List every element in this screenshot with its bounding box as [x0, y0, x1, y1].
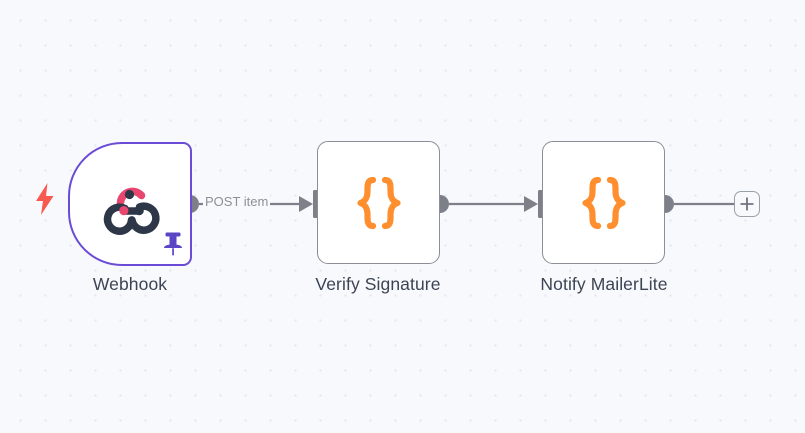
node-label-notify-mailerlite: Notify MailerLite	[540, 274, 668, 294]
node-notify-mailerlite[interactable]	[542, 141, 665, 264]
plus-icon	[740, 197, 754, 211]
node-verify-signature[interactable]	[317, 141, 440, 264]
node-webhook-body	[70, 144, 190, 264]
lightning-bolt-icon	[36, 183, 54, 215]
node-label-verify-signature: Verify Signature	[315, 274, 441, 294]
add-node-button[interactable]	[734, 191, 760, 217]
node-verify-signature-body	[318, 142, 439, 263]
edge-arrow-verify	[299, 196, 313, 212]
node-notify-mailerlite-body	[543, 142, 664, 263]
webhook-icon	[103, 187, 160, 235]
code-braces-icon	[581, 176, 626, 229]
edge-label-post-item: POST item	[203, 194, 271, 210]
node-label-webhook: Webhook	[92, 274, 168, 294]
edge-arrow-notify	[524, 196, 538, 212]
code-braces-icon	[356, 176, 401, 229]
pin-icon[interactable]	[162, 231, 184, 257]
